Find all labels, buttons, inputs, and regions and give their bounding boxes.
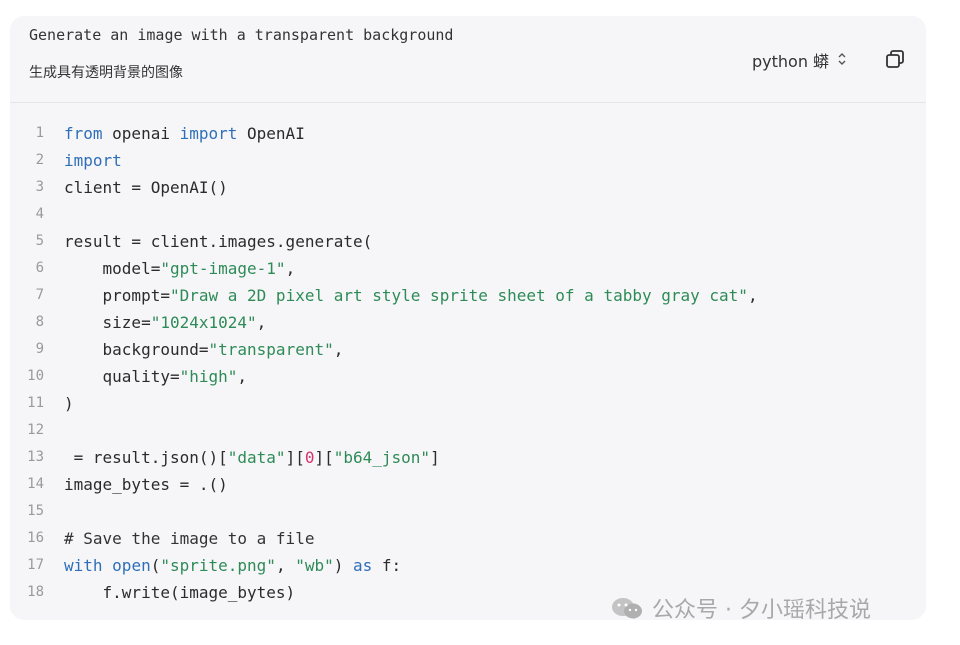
line-number: 4 (35, 206, 44, 222)
watermark-text: 公众号 · 夕小瑶科技说 (652, 598, 871, 623)
code-editor: 1 from openai import OpenAI 2 import 3 clien… (10, 120, 926, 620)
code-text: model="gpt-image-1", (64, 259, 296, 278)
line-number: 14 (27, 476, 44, 492)
code-text: f.write(image_bytes) (64, 583, 296, 602)
code-text: background="transparent", (64, 340, 344, 359)
code-text: from openai import OpenAI (64, 124, 305, 143)
code-text: client = OpenAI() (64, 178, 228, 197)
code-line: 5 result = client.images.generate( (10, 228, 926, 255)
code-line: 2 import (10, 147, 926, 174)
code-text: with open("sprite.png", "wb") as f: (64, 556, 402, 575)
code-line: 9 background="transparent", (10, 336, 926, 363)
code-block-card: Generate an image with a transparent bac… (10, 16, 926, 620)
code-line: 6 model="gpt-image-1", (10, 255, 926, 282)
code-text: ) (64, 394, 74, 413)
line-number: 10 (27, 368, 44, 384)
code-line: 12 (10, 417, 926, 444)
code-text: image_bytes = .() (64, 475, 228, 494)
code-line: 15 (10, 498, 926, 525)
line-number: 8 (35, 314, 44, 330)
copy-icon (886, 50, 904, 68)
line-number: 12 (27, 422, 44, 438)
code-line: 11) (10, 390, 926, 417)
code-text: = result.json()["data"][0]["b64_json"] (64, 448, 440, 467)
code-text: prompt="Draw a 2D pixel art style sprite… (64, 286, 758, 305)
code-line: 7 prompt="Draw a 2D pixel art style spri… (10, 282, 926, 309)
code-text: quality="high", (64, 367, 248, 386)
line-number: 7 (35, 287, 44, 303)
code-line: 13 = result.json()["data"][0]["b64_json"… (10, 444, 926, 471)
language-selector[interactable]: python 蟒 (752, 48, 847, 72)
line-number: 9 (35, 341, 44, 357)
language-label: python 蟒 (752, 52, 830, 71)
code-line: 8 size="1024x1024", (10, 309, 926, 336)
line-number: 1 (35, 125, 44, 141)
line-number: 5 (35, 233, 44, 249)
line-number: 17 (27, 557, 44, 573)
code-line: 1 from openai import OpenAI (10, 120, 926, 147)
code-line: 10 quality="high", (10, 363, 926, 390)
chevron-up-down-icon (837, 52, 847, 69)
code-line: 18 f.write(image_bytes) (10, 579, 926, 606)
code-text: import (64, 151, 122, 170)
line-number: 18 (27, 584, 44, 600)
wechat-icon (612, 598, 642, 619)
code-text: size="1024x1024", (64, 313, 267, 332)
code-block-title: Generate an image with a transparent bac… (29, 26, 454, 44)
code-block-subtitle: 生成具有透明背景的图像 (29, 65, 183, 81)
code-text: result = client.images.generate( (64, 232, 373, 251)
line-number: 13 (27, 449, 44, 465)
line-number: 3 (35, 179, 44, 195)
line-number: 15 (27, 503, 44, 519)
code-line: 4 (10, 201, 926, 228)
line-number: 2 (35, 152, 44, 168)
watermark: 公众号 · 夕小瑶科技说 (610, 592, 871, 624)
line-number: 16 (27, 530, 44, 546)
line-number: 6 (35, 260, 44, 276)
line-number: 11 (27, 395, 44, 411)
code-block-header: Generate an image with a transparent bac… (10, 16, 926, 103)
code-line: 16 # Save the image to a file (10, 525, 926, 552)
code-line: 17 with open("sprite.png", "wb") as f: (10, 552, 926, 579)
copy-button[interactable] (884, 48, 908, 72)
code-text: # Save the image to a file (64, 529, 315, 548)
code-line: 14 image_bytes = .() (10, 471, 926, 498)
code-line: 3 client = OpenAI() (10, 174, 926, 201)
